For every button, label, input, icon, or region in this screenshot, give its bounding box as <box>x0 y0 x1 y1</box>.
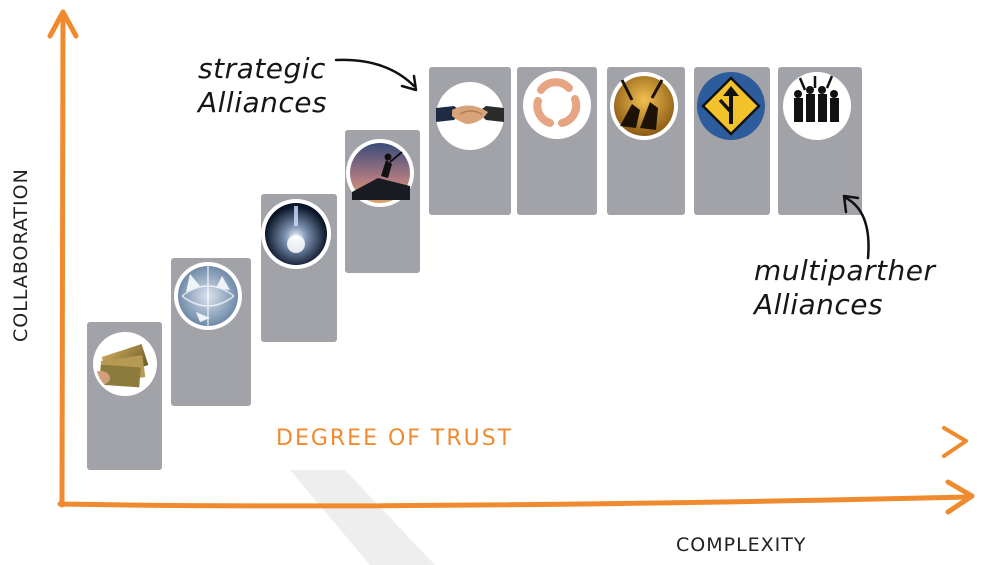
strategic-arrow-head <box>400 74 418 92</box>
strategic-arrow <box>334 58 416 88</box>
team-silhouette-icon <box>783 72 851 140</box>
strategic-alliances-note: strategic Alliances <box>198 52 327 120</box>
multipartner-note-line-2: Alliances <box>754 288 884 321</box>
trust-arrow <box>513 426 968 458</box>
background-wedge <box>290 470 435 565</box>
strategic-note-line-2: Alliances <box>198 86 328 119</box>
x-axis-label: COMPLEXITY <box>676 534 807 556</box>
multipartner-alliances-note: multiparther Alliances <box>754 254 935 322</box>
trust-label: DEGREE OF TRUST <box>276 426 514 451</box>
x-axis <box>57 479 975 515</box>
money-icon <box>93 332 157 396</box>
merge-road-sign-icon <box>697 72 765 140</box>
tunnel-light-icon <box>261 199 331 269</box>
rowers-silhouette-icon <box>610 72 678 140</box>
y-axis <box>47 9 79 508</box>
multipartner-arrow <box>844 196 870 260</box>
strategic-note-line-1: strategic <box>198 52 326 85</box>
climber-silhouette-icon <box>346 139 414 207</box>
globe-hands-icon <box>174 262 242 330</box>
circular-arrows-icon <box>523 71 591 139</box>
y-axis-label: COLLABORATION <box>10 168 32 342</box>
multipartner-arrow-head <box>842 194 860 214</box>
multipartner-note-line-1: multiparther <box>754 254 936 287</box>
handshake-icon <box>436 82 504 150</box>
